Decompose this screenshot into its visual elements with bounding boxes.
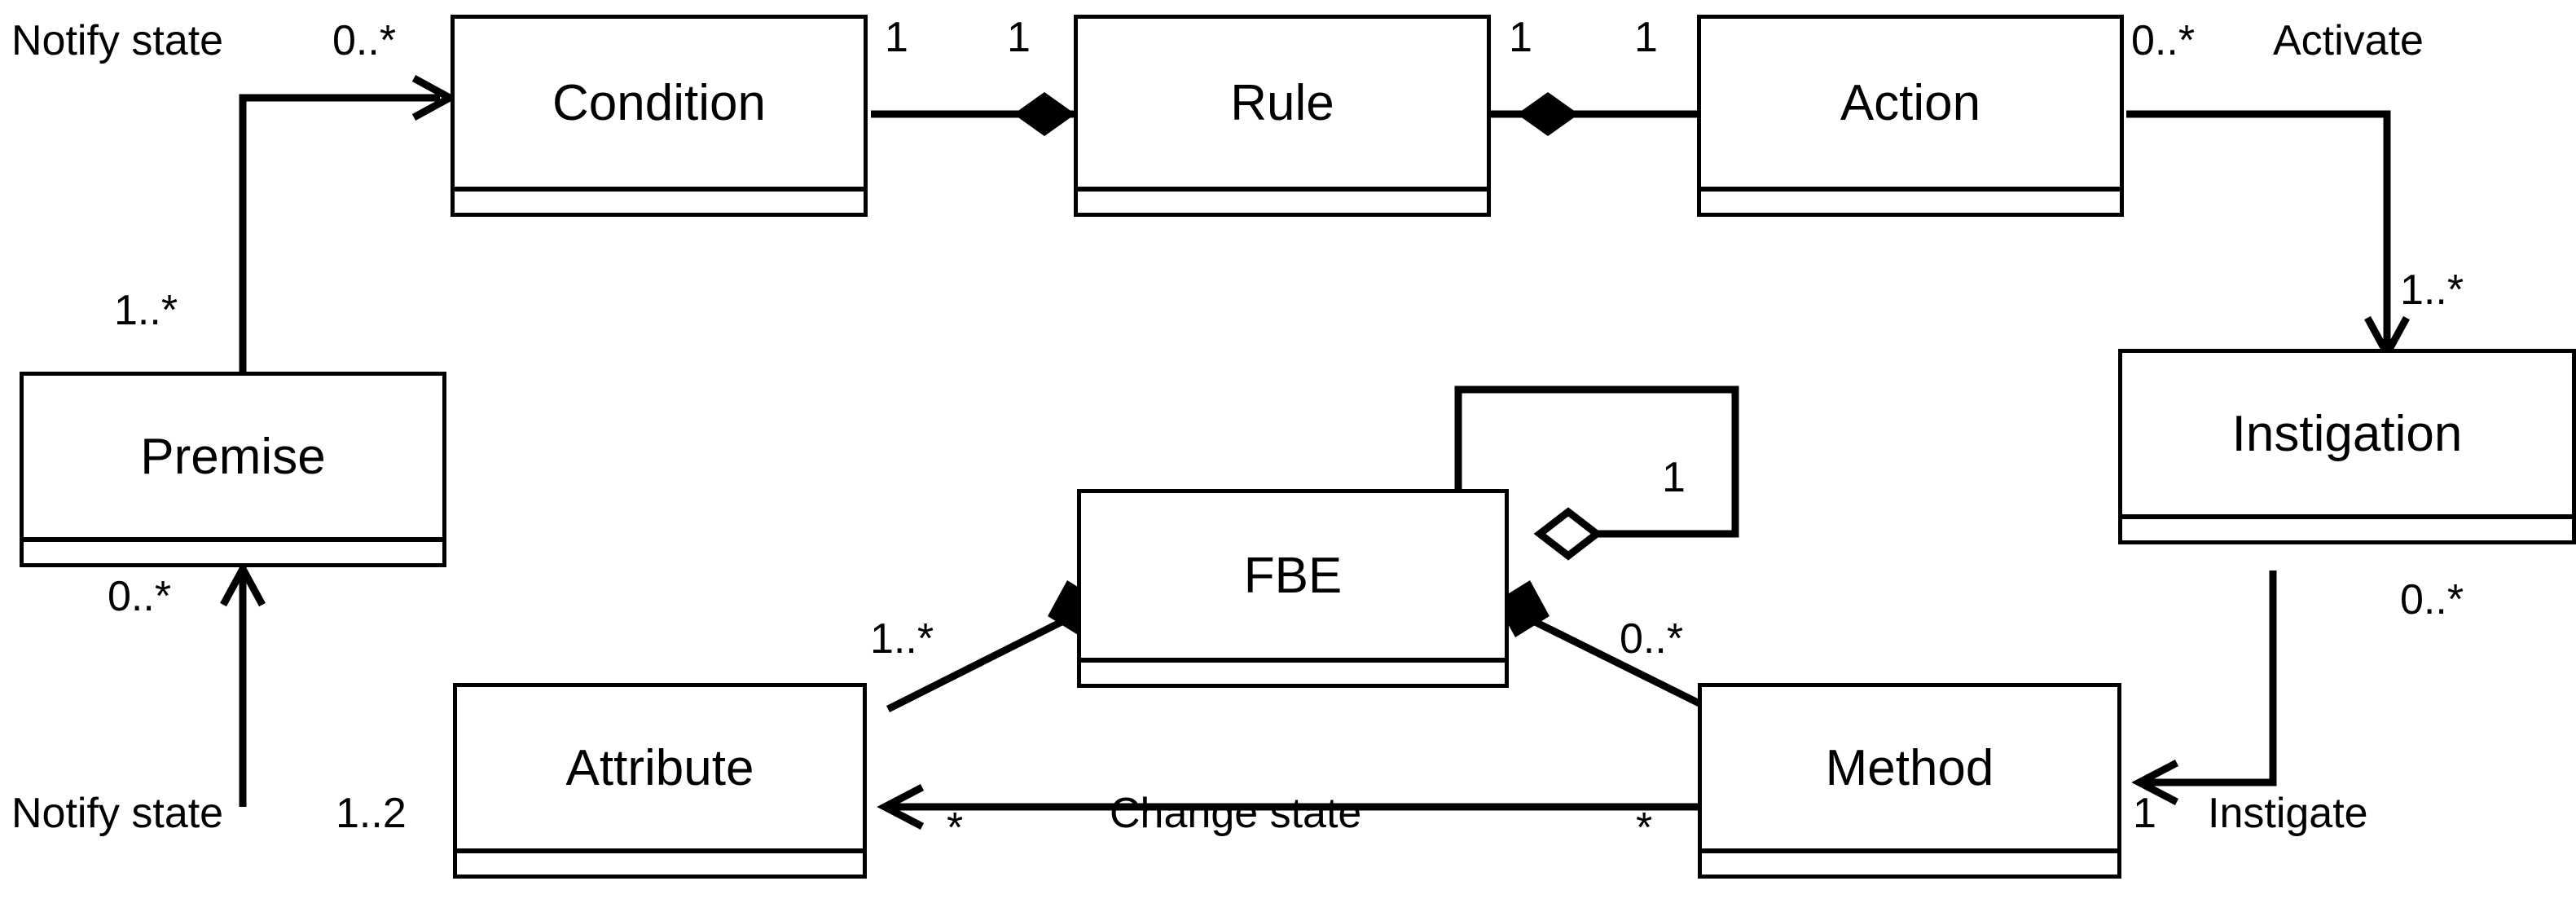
class-compartment-fbe: [1081, 658, 1505, 684]
class-name-premise: Premise: [140, 428, 326, 485]
class-name-fbe: FBE: [1243, 547, 1343, 604]
class-box-method[interactable]: Method: [1698, 683, 2121, 879]
class-compartment-method: [1702, 848, 2117, 875]
class-name-method: Method: [1825, 739, 1994, 796]
edge-condition-rule: [871, 92, 1075, 136]
edge-instigation-method: [2131, 571, 2277, 805]
multiplicity-fbe-self: 1: [1662, 454, 1686, 501]
class-name-action: Action: [1840, 74, 1981, 131]
class-box-premise[interactable]: Premise: [20, 372, 446, 567]
multiplicity-premise-up: 1..*: [114, 287, 178, 334]
multiplicity-instigation-in: 1..*: [2400, 267, 2464, 314]
multiplicity-change-state-right: *: [1636, 804, 1653, 852]
label-notify-state-top: Notify state: [11, 17, 224, 64]
multiplicity-action-right: 0..*: [2131, 17, 2196, 64]
class-box-action[interactable]: Action: [1697, 15, 2124, 217]
edge-attribute-premise: [220, 561, 266, 807]
class-box-condition[interactable]: Condition: [451, 15, 868, 217]
multiplicity-fbe-method: 0..*: [1620, 615, 1684, 663]
class-compartment-instigation: [2122, 514, 2572, 540]
label-change-state: Change state: [1110, 790, 1362, 837]
multiplicity-method-instigate: 1: [2133, 790, 2156, 837]
class-compartment-attribute: [457, 848, 863, 875]
class-name-attribute: Attribute: [565, 739, 754, 796]
multiplicity-condition-in: 0..*: [332, 17, 397, 64]
multiplicity-change-state-left: *: [947, 804, 964, 852]
multiplicity-fbe-attribute: 1..*: [870, 615, 934, 663]
label-activate: Activate: [2273, 17, 2424, 64]
multiplicity-rule-left: 1: [1007, 14, 1031, 61]
class-name-rule: Rule: [1230, 74, 1334, 131]
multiplicity-instigation-out: 0..*: [2400, 576, 2464, 623]
class-compartment-condition: [455, 187, 864, 213]
edge-rule-action: [1491, 92, 1699, 136]
label-instigate: Instigate: [2208, 790, 2368, 837]
edge-action-instigation: [2126, 110, 2410, 362]
multiplicity-rule-right: 1: [1509, 14, 1532, 61]
multiplicity-condition-right: 1: [885, 14, 908, 61]
class-name-instigation: Instigation: [2231, 405, 2463, 462]
class-box-fbe[interactable]: FBE: [1077, 489, 1509, 688]
class-box-attribute[interactable]: Attribute: [453, 683, 867, 879]
class-box-rule[interactable]: Rule: [1074, 15, 1491, 217]
class-compartment-rule: [1078, 187, 1487, 213]
label-notify-state-bottom: Notify state: [11, 790, 224, 837]
class-compartment-premise: [24, 537, 442, 563]
multiplicity-premise-down: 0..*: [108, 573, 172, 620]
multiplicity-action-left: 1: [1634, 14, 1658, 61]
class-compartment-action: [1701, 187, 2120, 213]
class-box-instigation[interactable]: Instigation: [2118, 349, 2576, 544]
multiplicity-attribute-notify: 1..2: [336, 790, 407, 837]
class-name-condition: Condition: [552, 74, 766, 131]
